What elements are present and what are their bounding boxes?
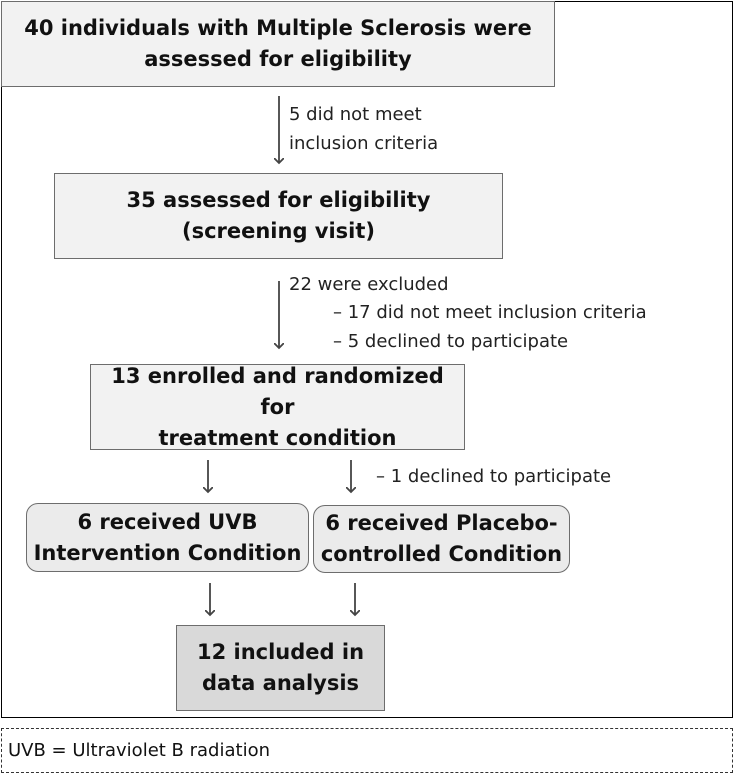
box-initial-assessment-text: 40 individuals with Multiple Sclerosis w… [24, 16, 532, 71]
note-excluded-title: 22 were excluded [289, 274, 449, 295]
note-not-met-line1: 5 did not meet [289, 104, 422, 125]
box-enrolled-randomized-text: 13 enrolled and randomized for treatment… [111, 363, 444, 450]
note-excluded-item2: – 5 declined to participate [333, 331, 569, 352]
note-declined-placebo: – 1 declined to participate [376, 466, 612, 487]
note-excluded-item1: – 17 did not meet inclusion criteria [333, 302, 647, 323]
box-initial-assessment: 40 individuals with Multiple Sclerosis w… [1, 1, 555, 87]
box-screening-visit: 35 assessed for eligibility (screening v… [54, 173, 503, 259]
note-not-met-line2: inclusion criteria [289, 133, 439, 154]
box-enrolled-randomized: 13 enrolled and randomized for treatment… [90, 364, 465, 450]
box-uvb-intervention: 6 received UVB Intervention Condition [26, 503, 309, 572]
box-placebo-condition-text: 6 received Placebo- controlled Condition [320, 511, 563, 566]
box-data-analysis: 12 included in data analysis [176, 625, 385, 711]
box-data-analysis-text: 12 included in data analysis [196, 640, 365, 695]
footnote-text: UVB = Ultraviolet B radiation [8, 740, 270, 761]
box-uvb-intervention-text: 6 received UVB Intervention Condition [33, 509, 302, 565]
footnote-abbreviation: UVB = Ultraviolet B radiation [1, 728, 733, 773]
box-placebo-condition: 6 received Placebo- controlled Condition [313, 505, 570, 573]
box-screening-visit-text: 35 assessed for eligibility (screening v… [126, 188, 431, 243]
